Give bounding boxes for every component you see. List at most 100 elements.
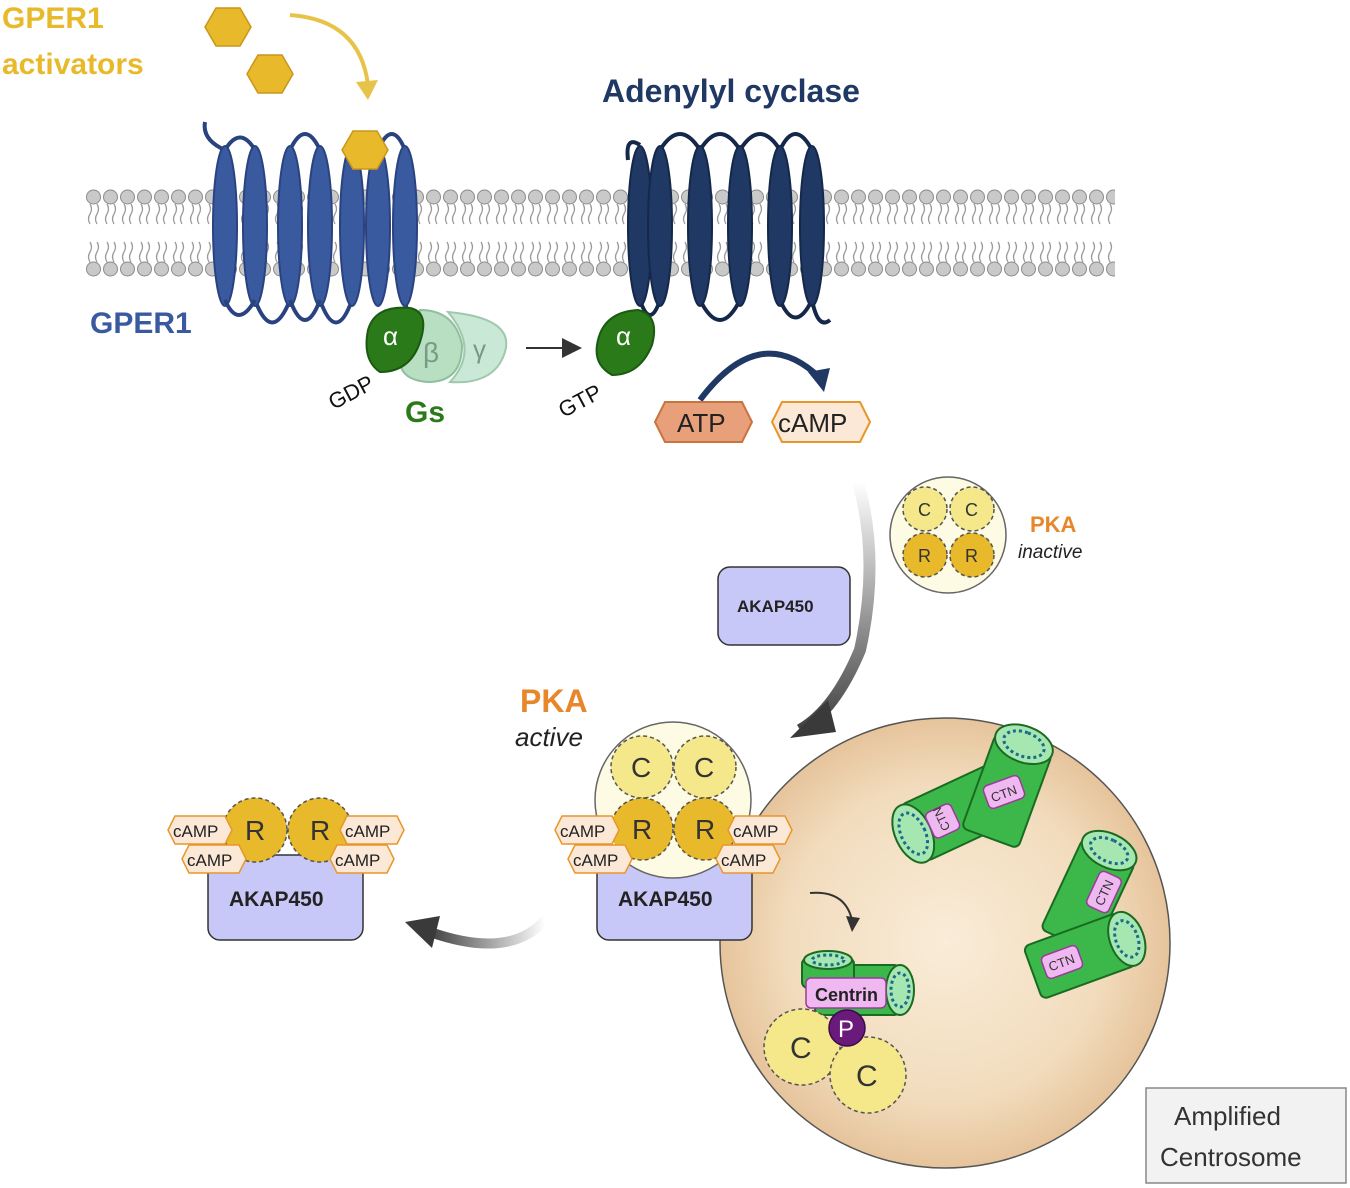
pka-r-subunit	[949, 532, 995, 578]
pka-c-label: C	[856, 1060, 878, 1093]
pka-c-subunit	[673, 735, 737, 799]
g-gamma-subunit	[445, 310, 508, 384]
akap450-regulatory	[207, 854, 364, 941]
pka-r-label: R	[310, 815, 330, 846]
camp-molecule	[339, 815, 405, 845]
pka-c-label: C	[694, 752, 714, 783]
adenylyl-cyclase-label: Adenylyl cyclase	[602, 73, 860, 109]
ctn-tag	[1085, 870, 1123, 914]
camp-molecule	[727, 815, 793, 845]
pka-c-subunit	[610, 735, 674, 799]
c-subunit-release-arrowhead	[405, 916, 440, 948]
ac-helix-5	[767, 145, 793, 307]
ctn-tag	[1040, 944, 1084, 980]
inactive-label: inactive	[1018, 542, 1082, 563]
pka-c-subunit	[829, 1036, 907, 1114]
amplified-centrosome-label-box	[1145, 1087, 1347, 1184]
activator-hexagon	[204, 7, 252, 47]
phosphate-label: P	[838, 1016, 854, 1043]
pka-r-label: R	[965, 546, 978, 566]
atp-to-camp-arrow	[697, 350, 823, 402]
active-label: active	[515, 722, 583, 752]
ac-helix-3	[687, 145, 713, 307]
centriole-pair-1: CTN CTN	[891, 723, 1054, 864]
pka-active-label: PKA	[520, 683, 588, 719]
pka-r-label: R	[245, 815, 265, 846]
pka-inactive-complex: C C R R	[889, 476, 1007, 594]
camp-label: cAMP	[345, 822, 390, 841]
gs-label: Gs	[405, 396, 445, 429]
camp-label: cAMP	[573, 851, 618, 870]
plasma-membrane	[85, 188, 1115, 278]
activators-label-line2: activators	[2, 48, 144, 81]
gdp-label: GDP	[324, 370, 378, 414]
akap450-bound-label: AKAP450	[618, 888, 713, 911]
gper1-label: GPER1	[90, 307, 192, 340]
bound-activator-hexagon	[341, 130, 389, 170]
camp-label: cAMP	[173, 822, 218, 841]
gper1-helix-7	[392, 145, 418, 307]
pka-active-akap-complex: AKAP450 C C R R cAMP cAMP cAMP cAMP	[554, 721, 793, 941]
g-alpha-label: α	[383, 321, 398, 351]
g-beta-label: β	[423, 337, 439, 368]
gper1-helix-1	[212, 145, 238, 307]
atp-label: ATP	[677, 408, 726, 438]
gper1-helix-3	[277, 145, 303, 307]
pka-c-label: C	[790, 1032, 812, 1065]
camp-pka-arrowhead	[790, 700, 836, 738]
g-alpha-gtp-subunit	[595, 308, 656, 377]
pka-c-subunit	[949, 486, 995, 532]
gtp-label: GTP	[554, 379, 606, 422]
activators-label-line1: GPER1	[2, 2, 104, 35]
ctn-tag	[982, 774, 1026, 810]
g-gamma-label: γ	[473, 334, 486, 364]
camp-label: cAMP	[721, 851, 766, 870]
camp-molecule	[770, 401, 872, 443]
pka-regulatory-akap-complex: AKAP450 R R cAMP cAMP cAMP cAMP	[167, 797, 405, 941]
ctn-tag	[924, 803, 961, 839]
pka-r-subunit	[610, 797, 674, 861]
gper1-helix-5	[339, 145, 365, 307]
amplified-label-line1: Amplified	[1174, 1101, 1281, 1131]
adenylyl-cyclase	[625, 132, 832, 325]
gper1-helix-4	[307, 145, 333, 307]
centrin-label: Centrin	[815, 985, 878, 1005]
camp-label: cAMP	[335, 851, 380, 870]
activator-binding-arrow	[289, 13, 370, 86]
camp-molecule	[554, 815, 620, 845]
akap450-free	[717, 566, 851, 646]
c-subunit-release-arrow	[428, 916, 549, 949]
activator-arrowhead	[356, 80, 378, 100]
pka-c-label: C	[631, 752, 651, 783]
pka-r-subunit	[902, 532, 948, 578]
atp-to-camp-arrowhead	[808, 368, 830, 392]
ac-helix-4	[727, 145, 753, 307]
camp-label: cAMP	[733, 822, 778, 841]
gper1-helix-2	[242, 145, 268, 307]
akap450-regulatory-label: AKAP450	[229, 888, 324, 911]
atp-molecule	[653, 401, 754, 443]
pka-c-label: C	[965, 500, 978, 520]
akap450-free-label: AKAP450	[737, 597, 814, 616]
phosphate-group	[828, 1009, 866, 1047]
centriole-pair-2: CTN CTN	[1023, 829, 1147, 999]
pka-c-subunit	[902, 486, 948, 532]
camp-molecule	[329, 844, 395, 874]
activator-hexagon	[246, 54, 294, 94]
pka-r-label: R	[695, 814, 715, 845]
camp-molecule	[181, 844, 247, 874]
ac-helix-2	[647, 145, 673, 307]
amplified-label-line2: Centrosome	[1160, 1142, 1302, 1172]
camp-molecule	[715, 844, 781, 874]
ac-helix-6	[799, 145, 825, 307]
pka-r-label: R	[632, 814, 652, 845]
centrin-tag	[805, 977, 887, 1009]
pka-r-label: R	[918, 546, 931, 566]
gper1-activators: GPER1 activators	[2, 2, 378, 100]
g-alpha-subunit	[365, 306, 425, 374]
pka-c-subunit	[763, 1008, 841, 1086]
camp-molecule	[567, 844, 633, 874]
phosphorylation-arrowhead	[846, 916, 860, 932]
g-alpha-gtp-label: α	[616, 321, 631, 351]
